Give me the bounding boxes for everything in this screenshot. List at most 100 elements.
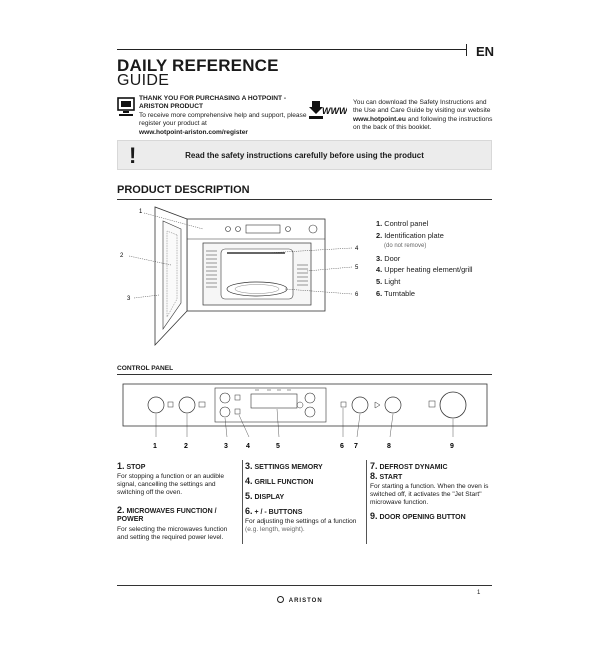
desc-4-heading: 4. GRILL FUNCTION bbox=[245, 476, 314, 487]
start-icon bbox=[374, 401, 381, 409]
stop-button bbox=[147, 396, 165, 414]
strip-knob bbox=[285, 226, 291, 232]
safety-warning-text: Read the safety instructions carefully b… bbox=[185, 151, 424, 160]
control-panel-frame bbox=[122, 383, 488, 427]
desc-1-text: For stopping a function or an audible si… bbox=[117, 473, 225, 496]
page-number: 1 bbox=[477, 590, 481, 596]
registration-info: THANK YOU FOR PURCHASING A HOTPOINT - AR… bbox=[117, 95, 307, 136]
registration-link[interactable]: www.hotpoint-ariston.com/register bbox=[139, 128, 248, 136]
callout-2: 2 bbox=[120, 253, 124, 259]
cp-callout-6: 6 bbox=[340, 443, 344, 450]
cp-callout-9: 9 bbox=[450, 443, 454, 450]
parts-list: 1. Control panel 2. Identification plate… bbox=[376, 218, 473, 299]
parts-list-note: (do not remove) bbox=[384, 243, 427, 250]
parts-list-item: 6. Turntable bbox=[376, 288, 416, 298]
cp-callout-5: 5 bbox=[276, 443, 280, 450]
www-icon-text: WWW bbox=[322, 106, 347, 116]
desc-8-heading: 8. START bbox=[370, 471, 403, 482]
control-panel-diagram: 1 2 3 4 5 6 7 8 9 bbox=[122, 383, 488, 450]
control-leaders bbox=[155, 408, 454, 438]
strip-knob bbox=[225, 226, 231, 232]
download-link[interactable]: www.hotpoint.eu bbox=[353, 115, 406, 123]
desc-1-heading: 1. STOP bbox=[117, 461, 146, 472]
page-subtitle: GUIDE bbox=[117, 72, 170, 89]
desc-7-heading: 7. DEFROST DYNAMIC bbox=[370, 461, 448, 472]
minus-button bbox=[304, 406, 316, 418]
callout-3: 3 bbox=[127, 296, 131, 302]
page-title: DAILY REFERENCE bbox=[117, 56, 279, 75]
cavity-vents bbox=[206, 250, 308, 288]
memory-button bbox=[219, 392, 231, 404]
column-divider bbox=[366, 460, 367, 544]
computer-icon bbox=[117, 97, 135, 116]
brand-name: ARISTON bbox=[288, 598, 323, 604]
microwave-button bbox=[178, 396, 196, 414]
callout-leaders bbox=[128, 212, 353, 299]
header-rule bbox=[117, 49, 467, 50]
registration-text: To receive more comprehensive help and s… bbox=[139, 111, 307, 128]
parts-list-item: 4. Upper heating element/grill bbox=[376, 265, 473, 275]
brand-logo-icon bbox=[277, 596, 285, 603]
desc-5-heading: 5. DISPLAY bbox=[245, 491, 285, 502]
door-opening-button bbox=[439, 391, 467, 419]
oven-diagram: 1 2 3 4 5 6 bbox=[120, 206, 359, 347]
section-rule bbox=[117, 199, 492, 200]
strip-knob bbox=[235, 226, 241, 232]
download-info: WWW You can download the Safety Instruct… bbox=[309, 99, 494, 131]
section-rule bbox=[117, 374, 492, 375]
language-label: EN bbox=[476, 44, 495, 59]
defrost-icon bbox=[340, 401, 347, 408]
product-description-heading: PRODUCT DESCRIPTION bbox=[117, 184, 250, 196]
registration-title: THANK YOU FOR PURCHASING A HOTPOINT - AR… bbox=[139, 95, 287, 111]
download-text-2: and following the instructions on the ba… bbox=[353, 115, 493, 132]
callout-5: 5 bbox=[355, 265, 359, 271]
desc-2-heading: 2. MICROWAVES FUNCTION / POWER bbox=[117, 505, 217, 524]
cp-callout-3: 3 bbox=[224, 443, 228, 450]
desc-column-1: 1. STOP For stopping a function or an au… bbox=[117, 462, 239, 542]
control-panel-heading: CONTROL PANEL bbox=[117, 365, 174, 372]
callout-4: 4 bbox=[355, 246, 359, 252]
desc-6-text: For adjusting the settings of a function bbox=[245, 518, 357, 525]
display-screen bbox=[250, 393, 298, 409]
callout-1: 1 bbox=[139, 209, 143, 215]
footer-rule bbox=[117, 585, 492, 586]
parts-list-item: 2. Identification plate bbox=[376, 230, 444, 240]
desc-column-3: 7. DEFROST DYNAMIC 8. START For starting… bbox=[370, 462, 492, 522]
safety-warning: ! Read the safety instructions carefully… bbox=[117, 140, 492, 170]
parts-list-item: 1. Control panel bbox=[376, 219, 429, 228]
download-text: You can download the Safety Instructions… bbox=[353, 99, 491, 115]
desc-8-text: For starting a function. When the oven i… bbox=[370, 483, 489, 506]
header-rule-end bbox=[466, 44, 467, 56]
exclamation-icon: ! bbox=[129, 143, 137, 168]
cp-callout-1: 1 bbox=[153, 443, 157, 450]
strip-display bbox=[245, 224, 281, 234]
door-open-icon bbox=[428, 400, 436, 408]
microwave-icon bbox=[198, 401, 206, 408]
grill-icon bbox=[234, 408, 241, 415]
desc-3-heading: 3. SETTINGS MEMORY bbox=[245, 461, 323, 472]
memory-icon bbox=[234, 394, 241, 401]
callout-6: 6 bbox=[355, 292, 359, 298]
desc-9-heading: 9. DOOR OPENING BUTTON bbox=[370, 511, 466, 522]
strip-knob bbox=[308, 224, 318, 234]
cp-callout-4: 4 bbox=[246, 443, 250, 450]
turntable-inner bbox=[234, 284, 280, 294]
display-cluster bbox=[214, 387, 327, 423]
desc-6-example: (e.g. length, weight). bbox=[245, 526, 305, 533]
brand-logo: ARISTON bbox=[0, 596, 600, 604]
desc-2-text: For selecting the microwaves function an… bbox=[117, 526, 228, 541]
desc-6-heading: 6. + / - BUTTONS bbox=[245, 506, 303, 517]
column-divider bbox=[242, 460, 243, 544]
turntable bbox=[226, 281, 288, 297]
cp-callout-2: 2 bbox=[184, 443, 188, 450]
stop-icon bbox=[167, 401, 174, 408]
download-www-icon: WWW bbox=[309, 101, 347, 119]
start-button bbox=[384, 396, 402, 414]
plus-button bbox=[304, 392, 316, 404]
adjust-indicator bbox=[296, 401, 304, 409]
cp-callout-7: 7 bbox=[354, 443, 358, 450]
door-window bbox=[162, 220, 182, 330]
parts-list-item: 5. Light bbox=[376, 276, 401, 286]
cp-callout-8: 8 bbox=[387, 443, 391, 450]
desc-column-2: 3. SETTINGS MEMORY 4. GRILL FUNCTION 5. … bbox=[245, 462, 367, 534]
